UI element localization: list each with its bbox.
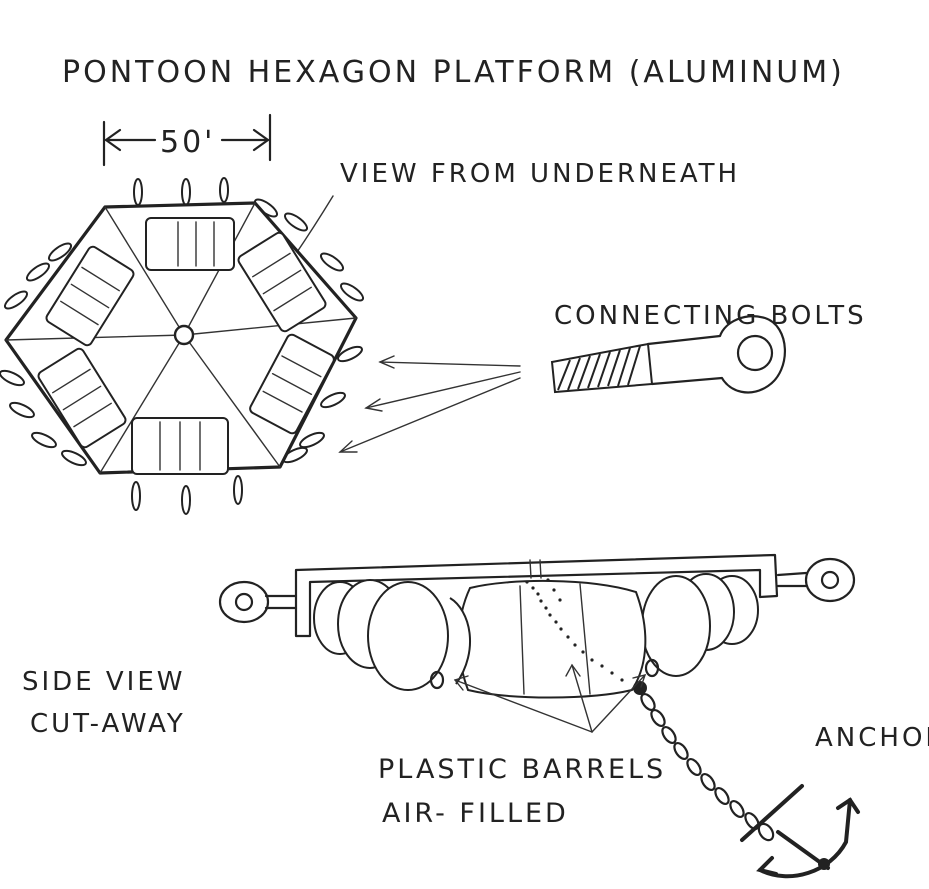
anchor-chain	[640, 692, 775, 842]
connecting-bolt-icon	[550, 315, 786, 394]
barrel-lower-right	[249, 333, 335, 435]
dimension-label: 50'	[160, 125, 215, 160]
center-hole	[173, 324, 195, 346]
cutaway-label: CUT-AWAY	[30, 709, 186, 739]
side-view-label: SIDE VIEW	[22, 667, 185, 697]
barrel-upper-left	[45, 245, 135, 347]
barrel-lower-left	[37, 347, 127, 449]
connecting-bolts-label: CONNECTING BOLTS	[554, 301, 867, 331]
barrel-upper-right	[237, 231, 327, 333]
plastic-barrels-leaders	[453, 663, 647, 733]
air-filled-label: AIR- FILLED	[382, 798, 569, 829]
bolt-pointer-arrows	[338, 355, 521, 453]
anchor-label: ANCHOR	[815, 723, 929, 753]
barrel-bottom	[131, 417, 229, 475]
diagram-title: PONTOON HEXAGON PLATFORM (ALUMINUM)	[62, 55, 845, 90]
view-underneath-label: VIEW FROM UNDERNEATH	[340, 159, 740, 189]
edge-bolts	[0, 177, 365, 515]
side-view-drawing	[218, 553, 856, 699]
dimension-marker: 50'	[102, 113, 272, 167]
anchor-icon	[740, 784, 860, 879]
hexagon-platform	[0, 177, 365, 515]
barrel-top	[145, 217, 235, 271]
plastic-barrels-label: PLASTIC BARRELS	[378, 754, 666, 785]
